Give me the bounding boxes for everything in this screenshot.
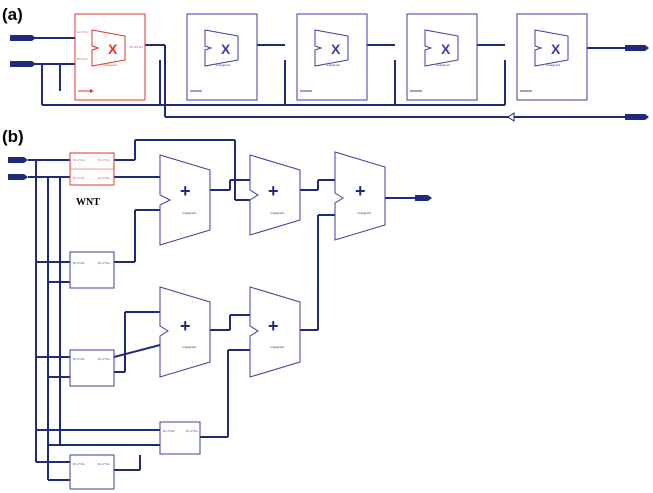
multiplier-block: X unsigned [516,13,588,101]
adder-block: + unsigned [159,286,211,378]
multiplier-sublabel: unsigned [326,63,340,67]
register-block: D<7:0> Q<7:0> [69,251,115,289]
input-port [10,61,36,67]
adder-block: + unsigned [159,154,211,246]
panel-a-wires [35,37,625,118]
adder-block: + unsigned [249,286,301,378]
svg-text:D<7:0>: D<7:0> [73,261,86,265]
svg-text:Q<7:0>: Q<7:0> [98,357,111,361]
svg-text:P<15:0>: P<15:0> [130,45,144,49]
svg-text:Q<7:0>: Q<7:0> [98,158,111,162]
adder-sublabel: unsigned [357,211,371,215]
svg-text:Q<7:0>: Q<7:0> [186,429,199,433]
multiplier-sublabel: unsigned [436,63,450,67]
register-block: D<7:0> Q<7:0> [69,349,115,387]
arrow-icon [507,112,515,122]
svg-text:B<7:0>: B<7:0> [77,57,89,61]
panel-a-label: (a) [2,5,23,24]
plus-icon: + [180,316,191,336]
multiply-icon: X [221,41,231,57]
multiply-icon: X [551,41,561,57]
plus-icon: + [180,181,191,201]
multiply-icon: X [331,41,341,57]
panel-b-ports [8,157,432,201]
register-block-critical: D<7:0> Q<7:0> D<7:0> Q<7:0> [69,152,115,186]
svg-text:D<7:0>: D<7:0> [73,357,86,361]
input-port [8,157,28,163]
svg-text:A<7:0>: A<7:0> [77,30,89,34]
multiplier-block-critical: X unsigned A<7:0> B<7:0> P<15:0> [74,13,146,101]
multiplier-sublabel: unsigned [216,63,230,67]
register-block: D<7:0> Q<7:0> [159,421,201,455]
adder-block: + unsigned [249,154,301,236]
panel-b-label: (b) [2,127,24,146]
multiply-icon: X [441,41,451,57]
plus-icon: + [268,181,279,201]
adder-sublabel: unsigned [270,211,284,215]
panel-a-ports [10,35,649,122]
multiply-icon: X [108,41,118,57]
multiplier-block: X unsigned [406,13,478,101]
plus-icon: + [355,181,366,201]
svg-text:Q<7:0>: Q<7:0> [98,176,111,180]
output-port [415,195,432,201]
svg-text:D<7:0>: D<7:0> [73,158,86,162]
multiplier-block: X unsigned [186,13,258,101]
plus-icon: + [268,316,279,336]
multiplier-sublabel: unsigned [103,63,117,67]
adder-sublabel: unsigned [182,345,196,349]
wnt-annotation: WNT [76,197,100,208]
register-block: D<7:0> Q<7:0> [69,454,115,490]
panel-b-wires [28,139,415,481]
svg-text:Q<7:0>: Q<7:0> [98,462,111,466]
svg-text:Q<7:0>: Q<7:0> [98,261,111,265]
multiplier-block: X unsigned [296,13,368,101]
input-port [10,35,36,41]
svg-text:D<7:0>: D<7:0> [73,462,86,466]
adder-sublabel: unsigned [270,345,284,349]
svg-text:D<7:0>: D<7:0> [163,429,176,433]
multiplier-sublabel: unsigned [546,63,560,67]
adder-block: + unsigned [334,151,386,241]
input-port [8,174,28,180]
adder-sublabel: unsigned [182,211,196,215]
output-port [625,45,649,51]
output-port [625,114,649,120]
svg-text:D<7:0>: D<7:0> [73,176,86,180]
